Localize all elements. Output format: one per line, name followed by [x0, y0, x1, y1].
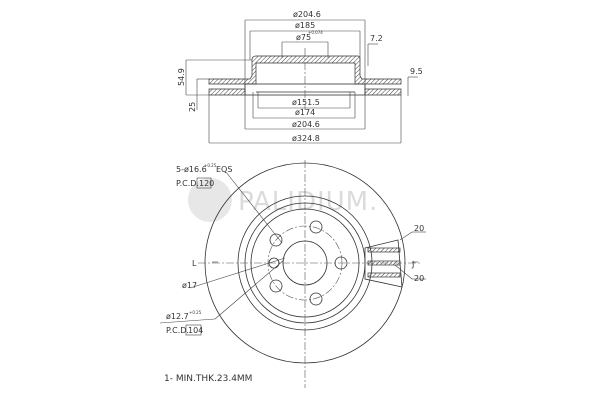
dim-disc: ø324.8	[292, 134, 320, 143]
pcd-label-2: P.C.D.	[166, 326, 189, 335]
dim-174: ø174	[295, 108, 315, 117]
dim-hat-top: ø185	[295, 21, 315, 30]
dim-outer-hat: ø204.6	[293, 10, 321, 19]
section-mark-left: L	[192, 259, 197, 268]
dim-hat-thk: 7.2	[370, 34, 383, 43]
dim-flange: 9.5	[410, 67, 423, 76]
dim-center-bore: ø75	[296, 33, 311, 42]
dim-204-bottom: ø204.6	[292, 120, 320, 129]
front-view: 5-ø16.6 +0.25 EQS P.C.D. 120 ø17 ø12.7 +…	[159, 160, 426, 388]
pcd-label-1: P.C.D.	[176, 179, 199, 188]
vane-dim-1: 20	[414, 224, 424, 233]
section-view: ø204.6 ø185 ø75 +0.074 7.2 54.9 25 9.5 ø…	[177, 10, 423, 144]
pcd-104: 104	[188, 326, 203, 335]
vane-section	[364, 239, 403, 288]
min-thickness-note: 1- MIN.THK.23.4MM	[164, 374, 252, 384]
vane-dim-2: 20	[414, 274, 424, 283]
svg-text:PALIDIUM.: PALIDIUM.	[238, 187, 378, 217]
bolt-holes	[268, 220, 348, 306]
bolt-holes-suffix: EQS	[216, 165, 232, 174]
dia-12-7: ø12.7	[166, 312, 189, 321]
dim-height: 54.9	[177, 68, 186, 86]
bolt-holes-tol: +0.25	[204, 163, 217, 168]
dia-17: ø17	[182, 281, 197, 290]
dim-offset: 25	[188, 102, 197, 112]
dim-center-bore-tol: +0.074	[308, 30, 323, 35]
dia-12-7-tol: +0.25	[189, 310, 202, 315]
section-mark-right: J	[411, 260, 414, 269]
bolt-holes-label: 5-ø16.6	[176, 165, 207, 174]
dim-inner: ø151.5	[292, 98, 320, 107]
pcd-120: 120	[199, 179, 214, 188]
disc-upper-plate	[208, 55, 402, 85]
